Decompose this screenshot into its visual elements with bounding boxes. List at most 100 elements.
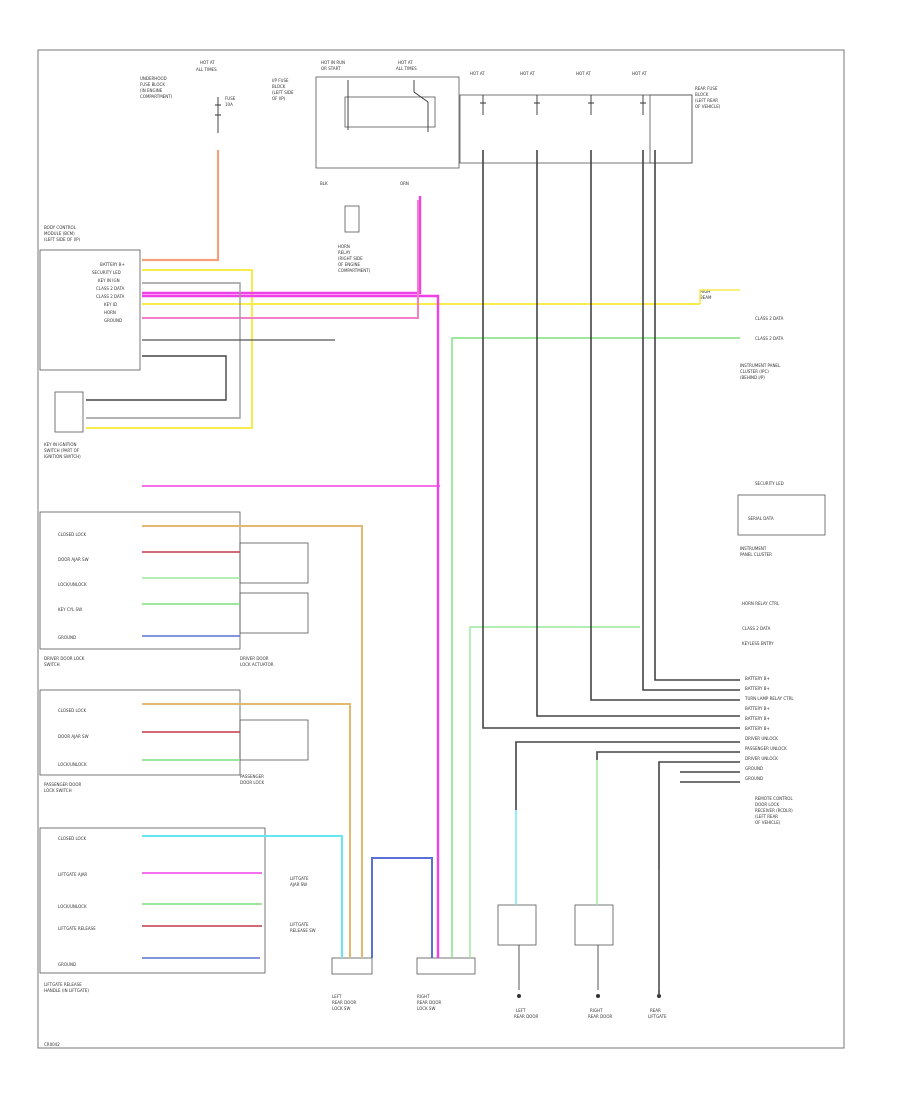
svg-text:CLOSED LOCK: CLOSED LOCK (58, 836, 86, 841)
svg-text:HOT AT: HOT AT (520, 71, 535, 76)
svg-text:REMOTE CONTROL: REMOTE CONTROL (755, 796, 793, 801)
svg-text:SECURITY LED: SECURITY LED (755, 481, 784, 486)
svg-text:BATTERY B+: BATTERY B+ (745, 716, 770, 721)
wire-green-2 (469, 626, 640, 958)
svg-text:BATTERY B+: BATTERY B+ (100, 262, 125, 267)
security-module (737, 494, 826, 536)
svg-text:LOCK SW: LOCK SW (332, 1006, 350, 1011)
svg-text:HIGH: HIGH (700, 289, 710, 294)
driver-door-text: CLOSED LOCK DOOR AJAR SW LOCK/UNLOCK KEY… (44, 532, 274, 667)
svg-text:GROUND: GROUND (745, 766, 763, 771)
wire-tan-passenger (142, 703, 351, 958)
svg-text:INSTRUMENT: INSTRUMENT (740, 546, 767, 551)
wire-tan-driver (142, 525, 363, 958)
bus-wires (482, 150, 740, 996)
svg-text:BATTERY B+: BATTERY B+ (745, 676, 770, 681)
svg-text:OF I/P): OF I/P) (272, 96, 286, 101)
svg-text:CLASS 2 DATA: CLASS 2 DATA (96, 294, 125, 299)
fuse-symbols (215, 80, 646, 133)
right-text: HIGH BEAM CLASS 2 DATA CLASS 2 DATA INST… (700, 289, 794, 825)
svg-text:REAR DOOR: REAR DOOR (514, 1014, 538, 1019)
svg-text:PASSENGER: PASSENGER (240, 774, 264, 779)
svg-text:REAR FUSE: REAR FUSE (695, 86, 718, 91)
svg-text:CLOSED LOCK: CLOSED LOCK (58, 532, 86, 537)
svg-text:LIFTGATE: LIFTGATE (648, 1014, 667, 1019)
ground-wires (518, 870, 660, 990)
svg-text:LEFT: LEFT (516, 1008, 526, 1013)
svg-text:LIFTGATE RELEASE: LIFTGATE RELEASE (44, 982, 82, 987)
wire-gray-1 (86, 282, 241, 419)
svg-text:LEFT: LEFT (332, 994, 342, 999)
svg-text:ORN: ORN (400, 181, 409, 186)
svg-text:COMPARTMENT): COMPARTMENT) (140, 94, 173, 99)
svg-text:KEY CYL SW: KEY CYL SW (58, 607, 82, 612)
svg-text:DOOR LOCK: DOOR LOCK (240, 780, 264, 785)
svg-text:LOCK/UNLOCK: LOCK/UNLOCK (58, 762, 87, 767)
svg-text:LIFTGATE: LIFTGATE (290, 876, 309, 881)
svg-text:REAR DOOR: REAR DOOR (417, 1000, 441, 1005)
svg-text:LOCK/UNLOCK: LOCK/UNLOCK (58, 582, 87, 587)
svg-text:KEY IN IGN: KEY IN IGN (98, 278, 120, 283)
svg-text:BATTERY B+: BATTERY B+ (745, 706, 770, 711)
svg-text:HOT AT: HOT AT (200, 60, 215, 65)
fuse-block-right (459, 94, 693, 164)
svg-text:LIFTGATE: LIFTGATE (290, 922, 309, 927)
svg-text:PASSENGER UNLOCK: PASSENGER UNLOCK (745, 746, 787, 751)
svg-text:KEYLESS ENTRY: KEYLESS ENTRY (742, 641, 774, 646)
svg-text:RECEIVER (RCDLR): RECEIVER (RCDLR) (755, 808, 793, 813)
svg-text:LOCK ACTUATOR: LOCK ACTUATOR (240, 662, 274, 667)
connector-left (331, 957, 373, 975)
svg-text:SECURITY LED: SECURITY LED (92, 270, 121, 275)
svg-text:LOCK SWITCH: LOCK SWITCH (44, 788, 72, 793)
svg-text:CLASS 2 DATA: CLASS 2 DATA (755, 316, 784, 321)
wire-black-ground (86, 355, 227, 401)
svg-text:LIFTGATE AJAR: LIFTGATE AJAR (58, 872, 87, 877)
wire-cyan (142, 835, 343, 958)
svg-text:SWITCH: SWITCH (44, 662, 60, 667)
svg-text:(LEFT SIDE OF I/P): (LEFT SIDE OF I/P) (44, 237, 81, 242)
wire-green-1 (451, 337, 740, 958)
svg-text:LIFTGATE RELEASE: LIFTGATE RELEASE (58, 926, 96, 931)
bcm-text: BODY CONTROL MODULE (BCM) (LEFT SIDE OF … (44, 225, 125, 323)
svg-text:FUSE: FUSE (225, 96, 236, 101)
svg-text:HORN: HORN (338, 244, 350, 249)
svg-text:GROUND: GROUND (745, 776, 763, 781)
svg-text:DOOR LOCK: DOOR LOCK (755, 802, 779, 807)
svg-text:BATTERY B+: BATTERY B+ (745, 686, 770, 691)
bcm-module (39, 249, 141, 371)
svg-text:HOT AT: HOT AT (470, 71, 485, 76)
liftgate-text: CLOSED LOCK LIFTGATE AJAR LOCK/UNLOCK LI… (44, 836, 316, 993)
svg-text:OF VEHICLE): OF VEHICLE) (755, 820, 781, 825)
svg-text:AJAR SW: AJAR SW (290, 882, 307, 887)
wire-blue (371, 857, 433, 958)
svg-text:(LEFT REAR: (LEFT REAR (695, 98, 718, 103)
key-in-ignition-switch (54, 391, 84, 433)
svg-text:10A: 10A (225, 102, 233, 107)
svg-text:RELEASE SW: RELEASE SW (290, 928, 316, 933)
svg-text:CLASS 2 DATA: CLASS 2 DATA (742, 626, 771, 631)
svg-text:BLOCK: BLOCK (272, 84, 286, 89)
svg-text:(BEHIND I/P): (BEHIND I/P) (740, 375, 765, 380)
fuse-block-right-end (649, 94, 693, 164)
svg-text:(LEFT REAR: (LEFT REAR (755, 814, 778, 819)
svg-text:(RIGHT SIDE: (RIGHT SIDE (338, 256, 363, 261)
fuse-block (315, 76, 460, 169)
svg-text:TURN LAMP RELAY CTRL: TURN LAMP RELAY CTRL (744, 696, 794, 701)
driver-door-lock-switch (239, 542, 309, 584)
passenger-door-lock-switch (239, 719, 309, 761)
horn-relay (344, 205, 360, 233)
wire-yellow-1 (86, 269, 253, 429)
svg-text:RIGHT: RIGHT (417, 994, 430, 999)
svg-text:HOT AT: HOT AT (398, 60, 413, 65)
wire-pink-1 (142, 200, 419, 319)
svg-text:SWITCH (PART OF: SWITCH (PART OF (44, 448, 80, 453)
svg-text:LOCK SW: LOCK SW (417, 1006, 435, 1011)
svg-text:HANDLE (IN LIFTGATE): HANDLE (IN LIFTGATE) (44, 988, 89, 993)
liftgate-switch-group (39, 827, 266, 974)
svg-text:OR START: OR START (321, 66, 341, 71)
passenger-door-text: CLOSED LOCK DOOR AJAR SW LOCK/UNLOCK PAS… (44, 708, 264, 793)
svg-text:REAR DOOR: REAR DOOR (588, 1014, 612, 1019)
svg-text:REAR DOOR: REAR DOOR (332, 1000, 356, 1005)
svg-text:CLUSTER (IPC): CLUSTER (IPC) (740, 369, 769, 374)
svg-text:BLK: BLK (320, 181, 328, 186)
